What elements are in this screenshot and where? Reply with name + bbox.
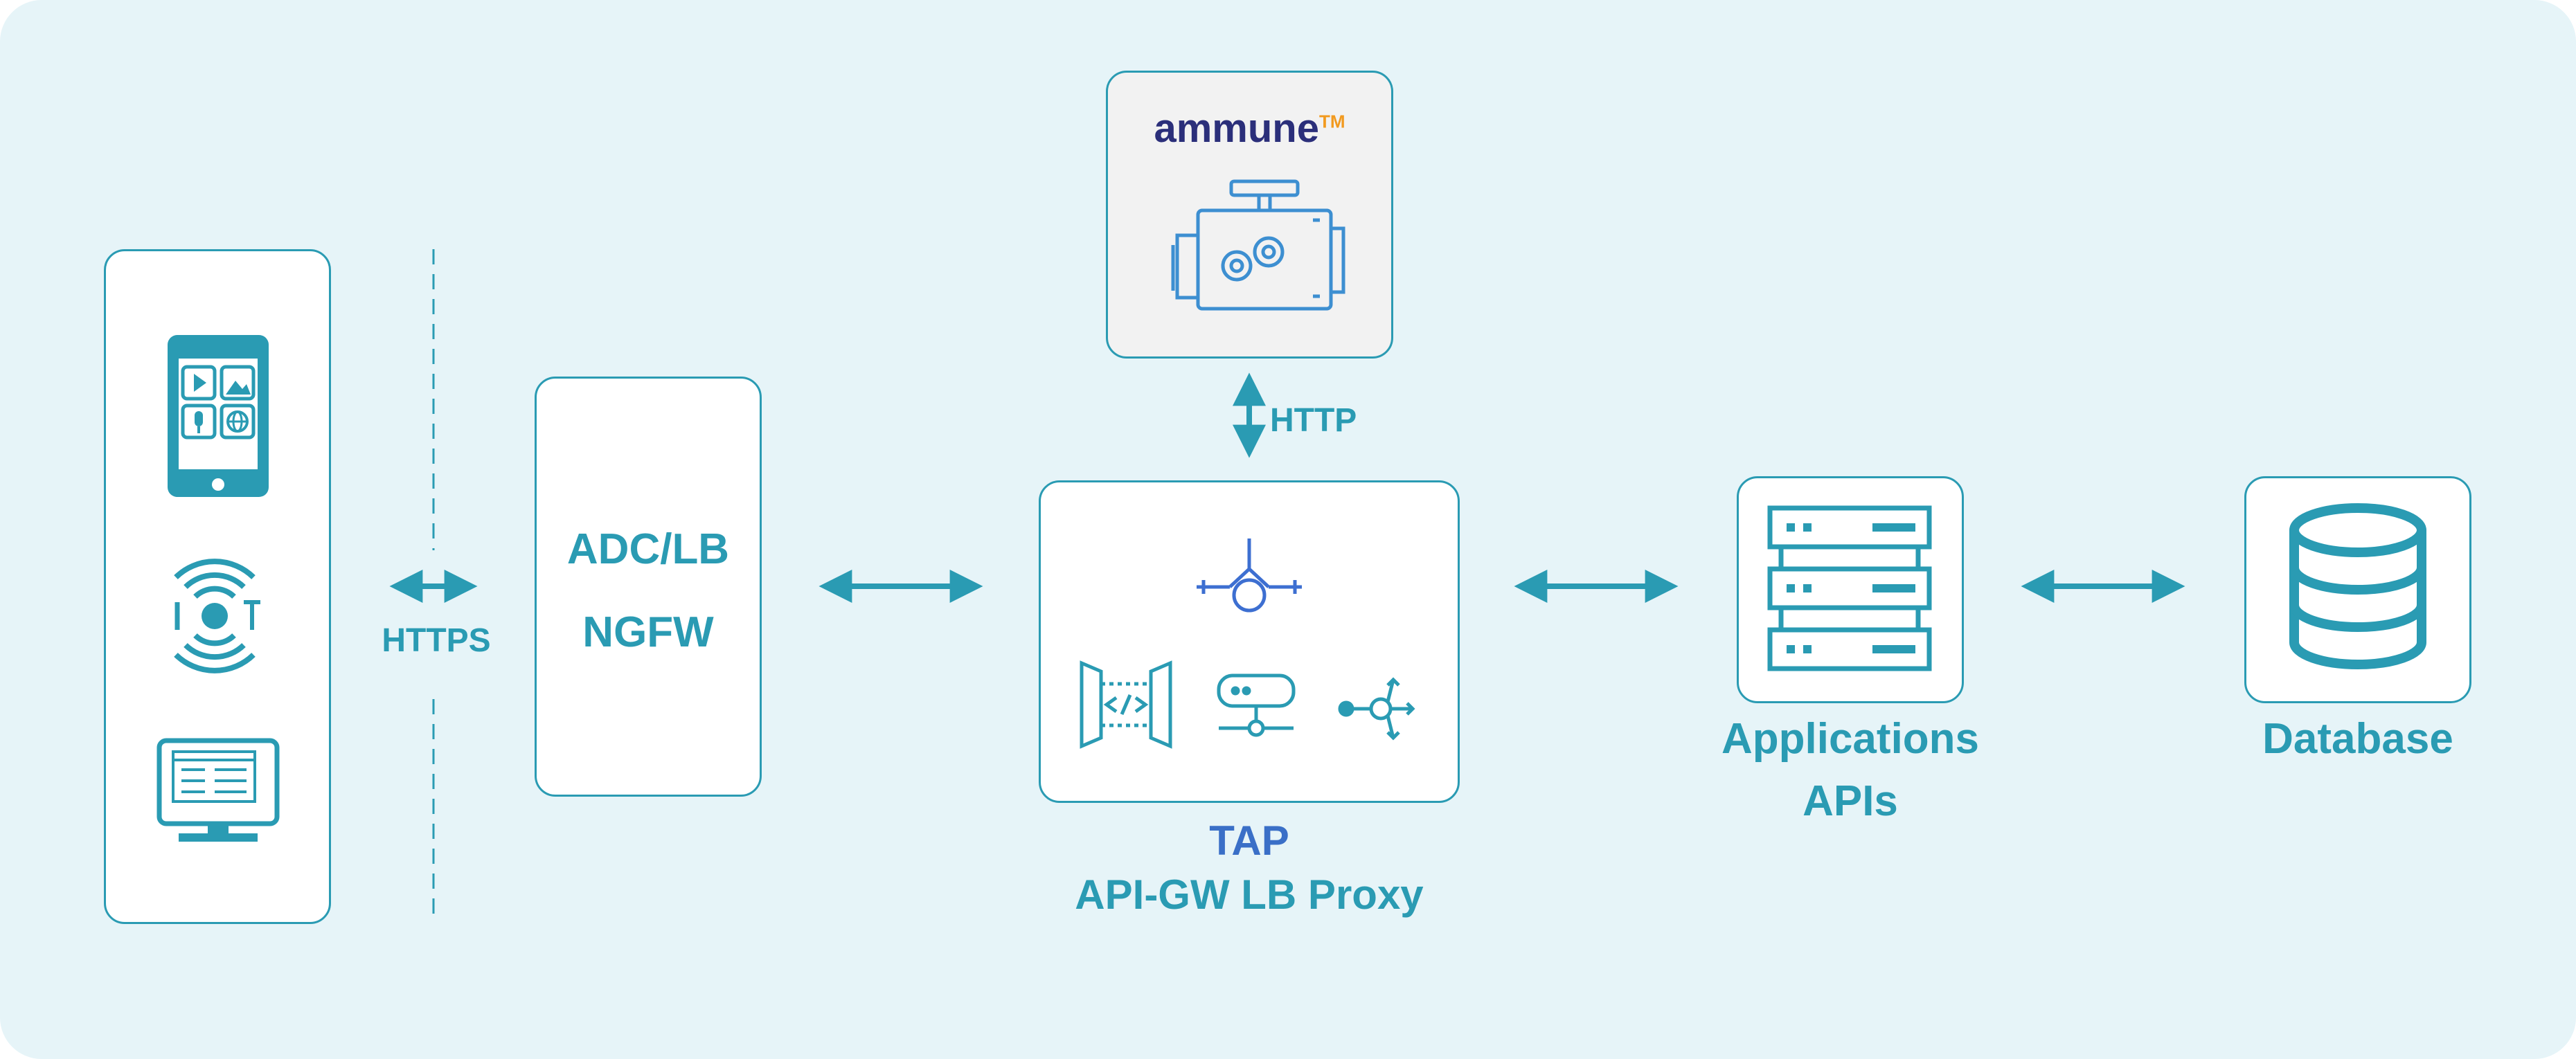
apis-caption: APIs bbox=[1803, 777, 1898, 825]
proxy-server-icon bbox=[1217, 673, 1296, 737]
ammune-logo: ammuneTM bbox=[1106, 105, 1393, 152]
applications-box bbox=[1737, 476, 1964, 703]
https-label: HTTPS bbox=[382, 622, 491, 659]
ammune-brand: ammune bbox=[1154, 106, 1319, 151]
ammune-trademark: TM bbox=[1318, 111, 1345, 132]
code-gateway-icon bbox=[1080, 660, 1172, 749]
network-tap-icon bbox=[1197, 538, 1302, 613]
tap-title: TAP bbox=[1209, 817, 1289, 864]
http-label: HTTP bbox=[1270, 402, 1357, 439]
adc-lb-box bbox=[535, 377, 762, 797]
iot-icon bbox=[174, 559, 260, 673]
tap-box bbox=[1039, 480, 1460, 803]
engine-gears-icon bbox=[1171, 179, 1345, 311]
adc-lb-label: ADC/LB bbox=[566, 525, 730, 573]
monitor-icon bbox=[156, 738, 280, 842]
ngfw-label: NGFW bbox=[582, 608, 714, 656]
database-caption: Database bbox=[2262, 715, 2453, 763]
tablet-icon bbox=[168, 335, 269, 497]
load-balancer-icon bbox=[1338, 677, 1415, 741]
ammune-box bbox=[1106, 71, 1393, 359]
database-icon bbox=[2289, 503, 2426, 669]
tap-subtitle: API-GW LB Proxy bbox=[1075, 871, 1424, 918]
server-rack-icon bbox=[1767, 505, 1932, 671]
applications-caption: Applications bbox=[1721, 715, 1980, 763]
